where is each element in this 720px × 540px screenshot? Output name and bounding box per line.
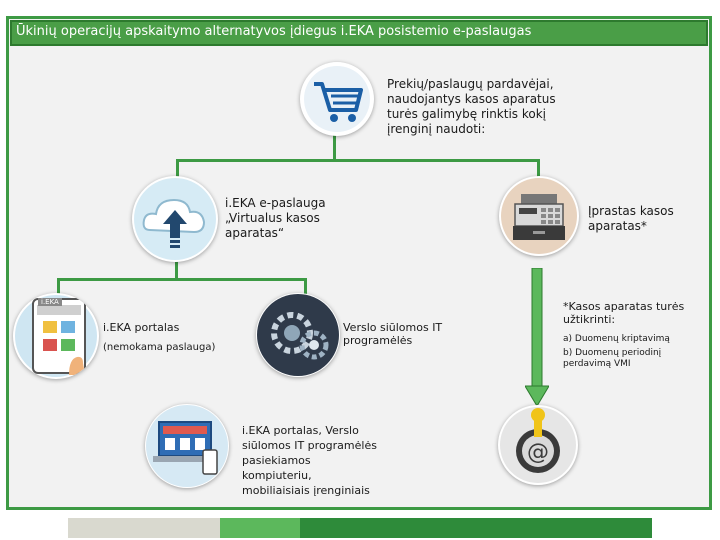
bottom-bar-light xyxy=(68,518,220,538)
it-programs-label: Verslo siūlomos IT programėlės xyxy=(343,321,473,347)
cloud-upload-icon xyxy=(132,176,218,262)
note-title: *Kasos aparatas turės užtikrinti: xyxy=(563,300,703,326)
padlock-key-icon: @ xyxy=(498,405,578,485)
cart-circle xyxy=(300,62,374,136)
connector-right-drop xyxy=(537,159,540,177)
note-a: a) Duomenų kriptavimą xyxy=(563,333,670,345)
cash-register-circle xyxy=(499,176,579,256)
sellers-text: Prekių/paslaugų pardavėjai, naudojantys … xyxy=(387,77,587,137)
portal-sub-label: (nemokama paslauga) xyxy=(103,340,215,355)
padlock-circle: @ xyxy=(498,405,578,485)
gears-icon xyxy=(256,293,340,377)
devices-text: i.EKA portalas, Verslo siūlomos IT progr… xyxy=(242,423,402,498)
cash-register-icon xyxy=(499,176,579,256)
virtual-kasa-label: i.EKA e-paslauga „Virtualus kasos aparat… xyxy=(225,196,345,241)
laptop-circle xyxy=(145,404,229,488)
portal-screen-label: i.EKA xyxy=(38,298,62,306)
shopping-cart-icon xyxy=(300,62,374,136)
diagram-title: Ūkinių operacijų apskaitymo alternatyvos… xyxy=(16,24,531,39)
connector-left-drop xyxy=(176,159,179,177)
arrow-down xyxy=(525,268,549,408)
cloud-circle xyxy=(132,176,218,262)
bottom-bar-dark xyxy=(300,518,652,538)
bottom-bar-mid xyxy=(220,518,300,538)
svg-text:@: @ xyxy=(527,440,549,465)
note-b: b) Duomenų periodinį perdavimą VMI xyxy=(563,348,703,370)
portal-label: i.EKA portalas xyxy=(103,320,179,335)
connector-horizontal-main xyxy=(178,159,540,162)
connector-horizontal-sub xyxy=(57,278,307,281)
regular-kasa-label: Įprastas kasos aparatas* xyxy=(588,204,698,234)
laptop-devices-icon xyxy=(145,404,229,488)
gears-circle xyxy=(256,293,340,377)
